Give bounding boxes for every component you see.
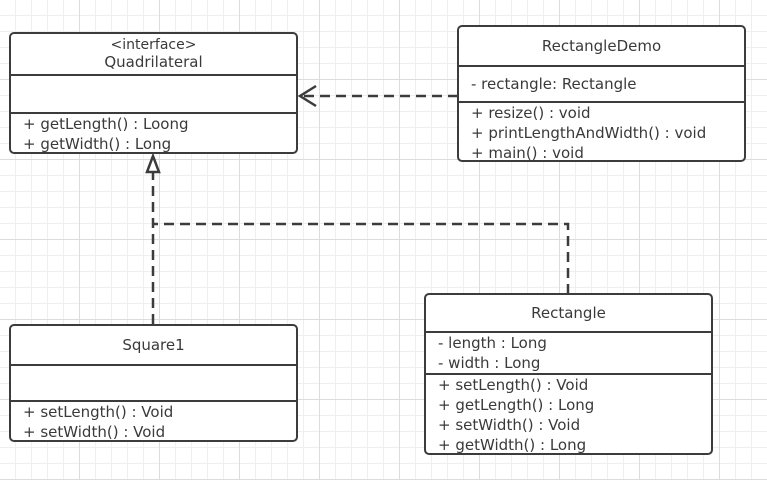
attributes-compartment: - length : Long - width : Long [426, 333, 711, 375]
dependency-arrowhead [297, 84, 317, 108]
class-rectangle-demo[interactable]: RectangleDemo - rectangle: Rectangle + r… [457, 25, 746, 162]
operation: + getWidth() : Long [438, 436, 587, 454]
operation: + setWidth() : Void [23, 423, 166, 441]
operation: + setLength() : Void [23, 403, 174, 421]
attributes-compartment: - rectangle: Rectangle [459, 67, 744, 103]
operation: + getLength() : Loong [23, 115, 189, 133]
attribute: - length : Long [438, 334, 547, 352]
class-name: Quadrilateral [104, 52, 203, 71]
attributes-compartment [11, 76, 296, 114]
class-name: RectangleDemo [541, 37, 662, 55]
class-header: Rectangle [426, 295, 711, 333]
operations-compartment: + getLength() : Loong + getWidth() : Lon… [11, 114, 296, 153]
operation: + resize() : void [471, 104, 591, 122]
attribute: - rectangle: Rectangle [471, 75, 637, 93]
class-header: Square1 [11, 326, 296, 366]
operation: + setWidth() : Void [438, 416, 581, 434]
class-header: <interface> Quadrilateral [11, 34, 296, 76]
operation: + main() : void [471, 144, 584, 162]
operation: + getWidth() : Long [23, 135, 172, 153]
class-header: RectangleDemo [459, 27, 744, 67]
class-square1[interactable]: Square1 + setLength() : Void + setWidth(… [9, 324, 298, 442]
class-rectangle[interactable]: Rectangle - length : Long - width : Long… [424, 293, 713, 455]
class-name: Square1 [122, 336, 185, 354]
class-quadrilateral[interactable]: <interface> Quadrilateral + getLength() … [9, 32, 298, 154]
operation: + printLengthAndWidth() : void [471, 124, 707, 142]
attributes-compartment [11, 366, 296, 402]
operation: + setLength() : Void [438, 376, 589, 394]
stereotype-label: <interface> [110, 36, 197, 53]
class-name: Rectangle [531, 304, 606, 322]
realization-line-rectangle [153, 222, 570, 294]
realization-arrowhead [145, 152, 161, 174]
operations-compartment: + setLength() : Void + getLength() : Lon… [426, 375, 711, 454]
operations-compartment: + resize() : void + printLengthAndWidth(… [459, 103, 744, 162]
attribute: - width : Long [438, 354, 541, 372]
operations-compartment: + setLength() : Void + setWidth() : Void [11, 402, 296, 441]
operation: + getLength() : Long [438, 396, 595, 414]
